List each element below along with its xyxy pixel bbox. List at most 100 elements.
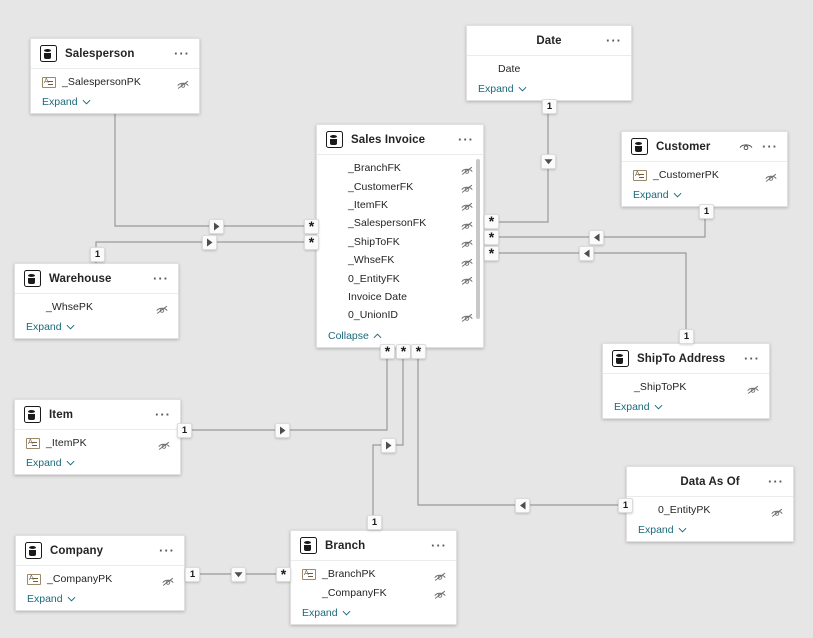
field-row[interactable]: _ShipToFK: [317, 233, 483, 251]
field-row[interactable]: _ItemPK: [15, 434, 180, 452]
table-header-sales-invoice[interactable]: Sales Invoice···: [317, 125, 483, 155]
table-card-customer[interactable]: Customer··· _CustomerPK Expand: [621, 131, 788, 208]
field-row[interactable]: _CompanyFK: [291, 583, 456, 601]
more-options-icon[interactable]: ···: [744, 350, 760, 366]
filter-arrow-warehouse[interactable]: [202, 235, 217, 250]
field-row[interactable]: _CompanyPK: [16, 570, 184, 588]
filter-arrow-branch[interactable]: [381, 438, 396, 453]
field-row[interactable]: _BranchFK: [317, 159, 483, 177]
cardinality-many-date-side[interactable]: *: [484, 214, 499, 229]
eye-hidden-icon[interactable]: [460, 255, 474, 267]
table-header-salesperson[interactable]: Salesperson···: [31, 39, 199, 69]
eye-hidden-icon[interactable]: [770, 505, 784, 517]
eye-hidden-icon[interactable]: [460, 310, 474, 322]
table-card-branch[interactable]: Branch··· _BranchPK_CompanyFK Expand: [290, 530, 457, 625]
expand-link[interactable]: Expand: [478, 83, 527, 95]
cardinality-one-shipto[interactable]: 1: [679, 329, 694, 344]
cardinality-many-warehouse-side[interactable]: *: [304, 235, 319, 250]
cardinality-one-branch[interactable]: 1: [367, 515, 382, 530]
table-header-warehouse[interactable]: Warehouse···: [15, 264, 178, 294]
eye-hidden-icon[interactable]: [157, 438, 171, 450]
field-row[interactable]: 0_EntityFK: [317, 269, 483, 287]
eye-hidden-icon[interactable]: [460, 273, 474, 285]
cardinality-many-customer-side[interactable]: *: [484, 230, 499, 245]
cardinality-many-branch-side[interactable]: *: [396, 344, 411, 359]
expand-link[interactable]: Expand: [27, 593, 76, 605]
vertical-scrollbar[interactable]: [476, 159, 480, 319]
eye-hidden-icon[interactable]: [460, 236, 474, 249]
eye-hidden-icon[interactable]: [433, 587, 447, 600]
cardinality-one-date[interactable]: 1: [542, 99, 557, 114]
table-card-sales-invoice[interactable]: Sales Invoice··· _BranchFK_CustomerFK_Ite…: [316, 124, 484, 348]
filter-arrow-date-to-sales-invoice[interactable]: [541, 154, 556, 169]
eye-hidden-icon[interactable]: [176, 77, 190, 89]
cardinality-many-dataasof-side[interactable]: *: [411, 344, 426, 359]
table-card-company[interactable]: Company··· _CompanyPK Expand: [15, 535, 185, 612]
cardinality-one-item[interactable]: 1: [177, 423, 192, 438]
eye-hidden-icon[interactable]: [460, 199, 474, 212]
wire-item-sales-invoice[interactable]: [181, 352, 388, 431]
field-row[interactable]: _SalespersonPK: [31, 73, 199, 91]
more-options-icon[interactable]: ···: [431, 537, 447, 553]
expand-link[interactable]: Expand: [633, 189, 682, 201]
field-row[interactable]: _SalespersonFK: [317, 214, 483, 232]
eye-hidden-icon[interactable]: [460, 181, 474, 194]
table-card-item[interactable]: Item··· _ItemPK Expand: [14, 399, 181, 476]
eye-hidden-icon[interactable]: [433, 569, 447, 581]
table-card-salesperson[interactable]: Salesperson··· _SalespersonPK Expand: [30, 38, 200, 115]
cardinality-one-dataasof[interactable]: 1: [618, 498, 633, 513]
more-options-icon[interactable]: ···: [606, 32, 622, 48]
eye-hidden-icon[interactable]: [746, 382, 760, 394]
field-row[interactable]: _CustomerPK: [622, 166, 787, 184]
table-header-customer[interactable]: Customer···: [622, 132, 787, 162]
filter-arrow-shipto[interactable]: [579, 246, 594, 261]
field-row[interactable]: _BranchPK: [291, 565, 456, 583]
cardinality-many-item-side[interactable]: *: [380, 344, 395, 359]
table-header-date[interactable]: Date···: [467, 26, 631, 56]
more-options-icon[interactable]: ···: [174, 45, 190, 61]
cardinality-one-warehouse[interactable]: 1: [90, 247, 105, 262]
field-row[interactable]: _ShipToPK: [603, 378, 769, 396]
more-options-icon[interactable]: ···: [768, 473, 784, 489]
filter-arrow-dataasof[interactable]: [515, 498, 530, 513]
table-header-item[interactable]: Item···: [15, 400, 180, 430]
cardinality-many-branch[interactable]: *: [276, 567, 291, 582]
expand-link[interactable]: Expand: [614, 401, 663, 413]
more-options-icon[interactable]: ···: [153, 270, 169, 286]
field-row[interactable]: _ItemFK: [317, 196, 483, 214]
cardinality-one-customer[interactable]: 1: [699, 204, 714, 219]
expand-link[interactable]: Expand: [638, 524, 687, 536]
more-options-icon[interactable]: ···: [762, 138, 778, 154]
collapse-link[interactable]: Collapse: [328, 330, 382, 342]
eye-hidden-icon[interactable]: [161, 574, 175, 586]
eye-hidden-icon[interactable]: [764, 170, 778, 182]
filter-arrow-salesperson[interactable]: [209, 219, 224, 234]
field-row[interactable]: 0_EntityPK: [627, 501, 793, 519]
expand-link[interactable]: Expand: [26, 457, 75, 469]
table-header-shipto-address[interactable]: ShipTo Address···: [603, 344, 769, 374]
eye-hidden-icon[interactable]: [460, 163, 474, 175]
table-header-branch[interactable]: Branch···: [291, 531, 456, 561]
expand-link[interactable]: Expand: [302, 607, 351, 619]
cardinality-one-company[interactable]: 1: [185, 567, 200, 582]
eye-visible-icon[interactable]: [739, 142, 753, 152]
wire-salesperson-sales-invoice[interactable]: [114, 110, 310, 227]
more-options-icon[interactable]: ···: [458, 131, 474, 147]
expand-link[interactable]: Expand: [42, 96, 91, 108]
wire-dataasof-sales-invoice[interactable]: [417, 352, 626, 506]
cardinality-many-salesperson-side[interactable]: *: [304, 219, 319, 234]
more-options-icon[interactable]: ···: [155, 406, 171, 422]
wire-date-sales-invoice[interactable]: [490, 100, 549, 223]
wire-shipto-sales-invoice[interactable]: [490, 252, 687, 343]
filter-arrow-item[interactable]: [275, 423, 290, 438]
table-card-shipto-address[interactable]: ShipTo Address··· _ShipToPK Expand: [602, 343, 770, 420]
eye-hidden-icon[interactable]: [460, 218, 474, 230]
table-header-company[interactable]: Company···: [16, 536, 184, 566]
eye-hidden-icon[interactable]: [155, 302, 169, 314]
field-row[interactable]: Invoice Date: [317, 288, 483, 306]
field-row[interactable]: _CustomerFK: [317, 177, 483, 195]
